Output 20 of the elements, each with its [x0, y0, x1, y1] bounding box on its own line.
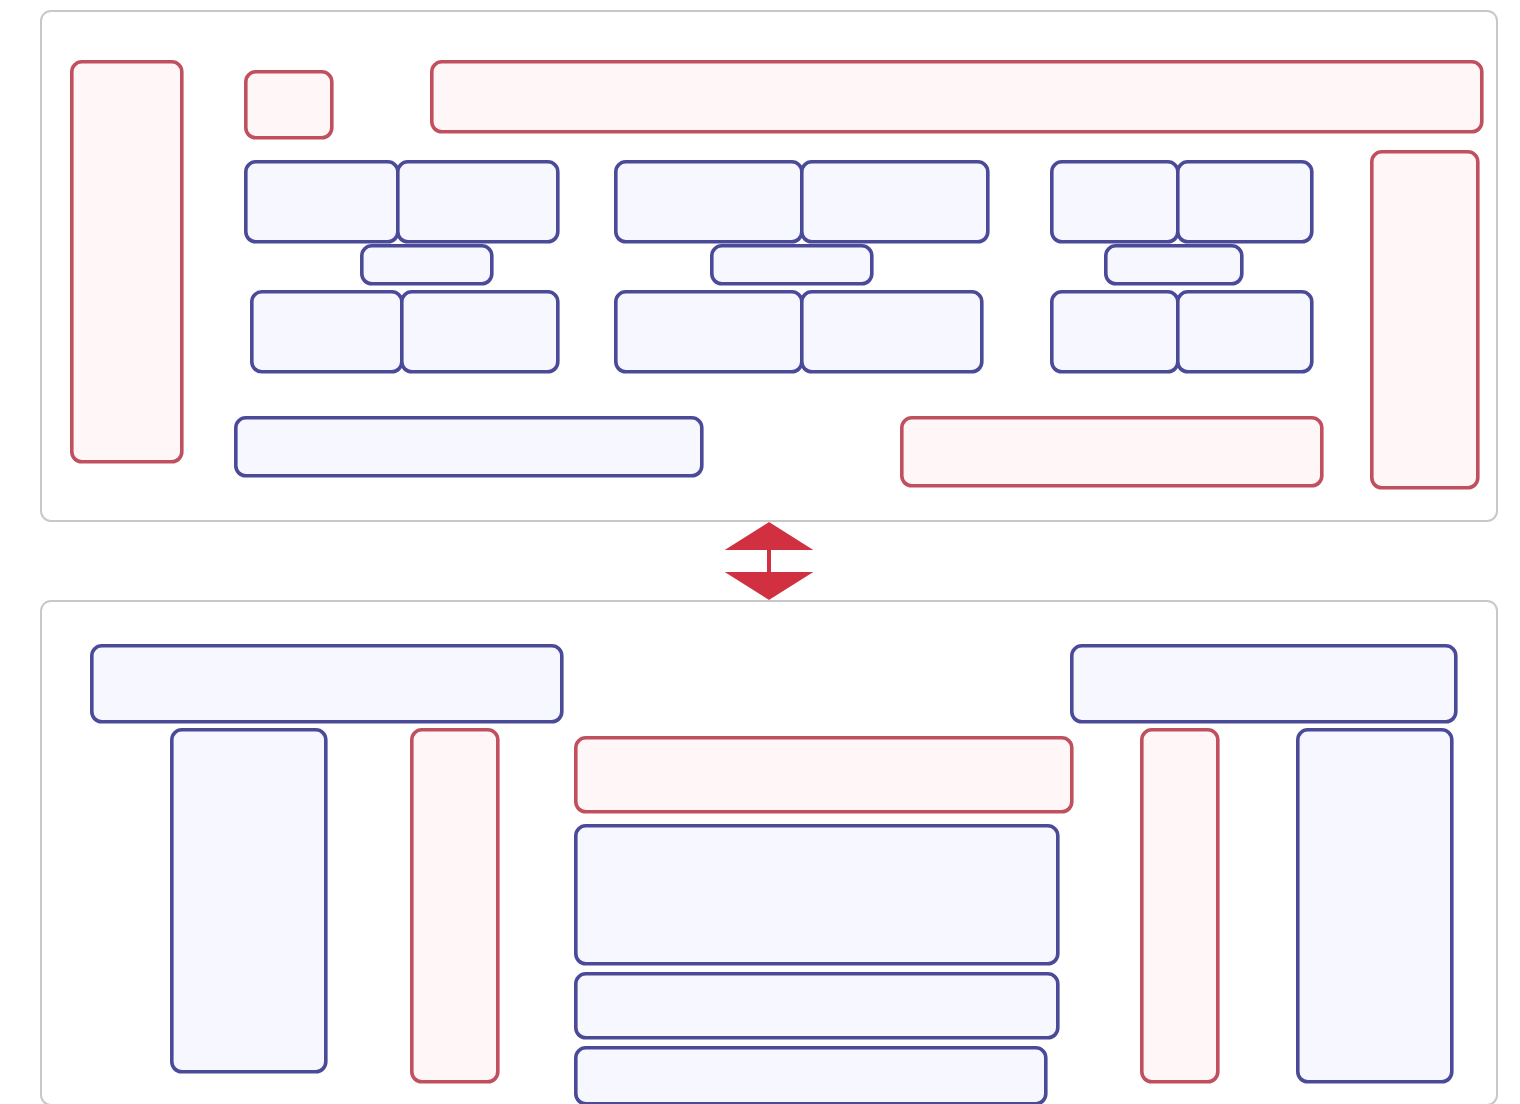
empty-box: [244, 70, 334, 140]
empty-box: [1104, 244, 1244, 286]
empty-box: [710, 244, 874, 286]
empty-box: [410, 728, 500, 1084]
empty-box: [234, 416, 704, 478]
empty-box: [1370, 150, 1480, 490]
empty-box: [574, 972, 1060, 1040]
empty-box: [90, 644, 564, 724]
empty-box: [360, 244, 494, 286]
arrow: [724, 522, 814, 600]
empty-box: [574, 1046, 1048, 1104]
empty-box: [1140, 728, 1220, 1084]
empty-box: [1070, 644, 1458, 724]
empty-box: [170, 728, 328, 1074]
empty-box: [574, 824, 1060, 966]
empty-box: [900, 416, 1324, 488]
empty-box: [1296, 728, 1454, 1084]
empty-box: [574, 736, 1074, 814]
empty-box: [70, 60, 184, 464]
empty-box: [430, 60, 1484, 134]
